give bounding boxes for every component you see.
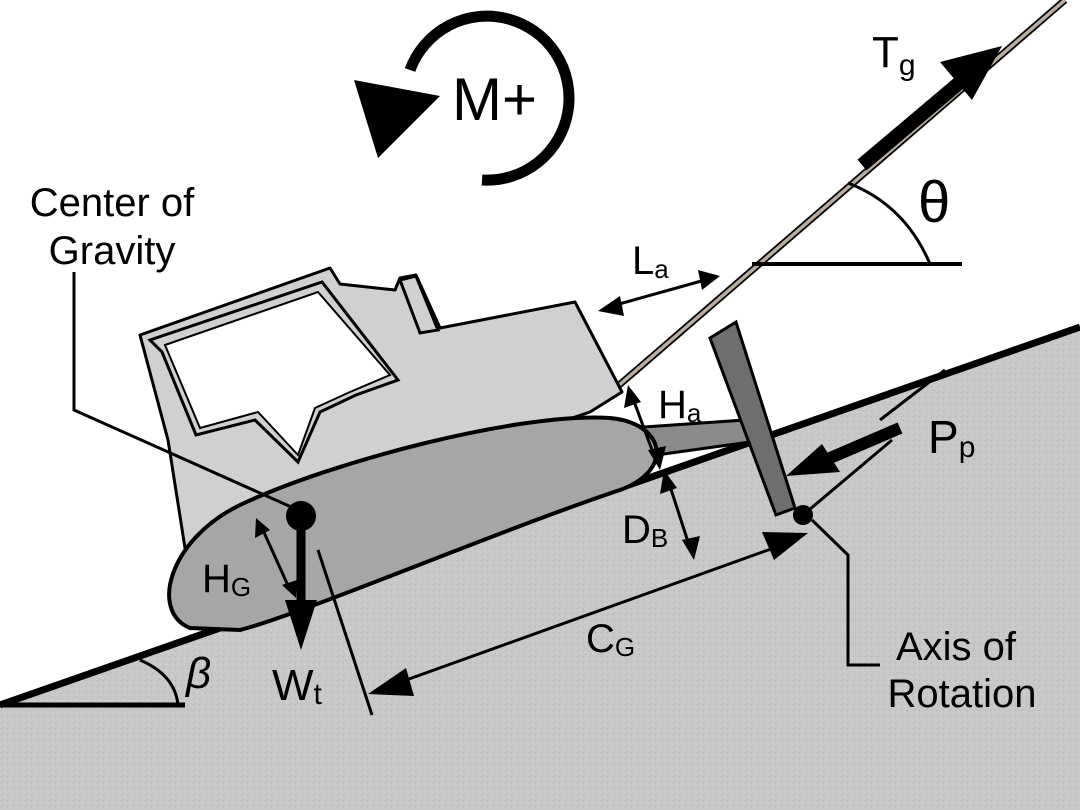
tension-label-main: T [872,28,899,77]
hg-label-sub: G [231,572,251,602]
axis-of-rotation-leader [810,518,880,667]
la-arrowhead-right [698,270,720,290]
tension-arrow-shaft [857,72,970,171]
axis-of-rotation-dot [793,505,813,525]
dozer-blade [708,319,797,517]
la-dimension-line [611,278,706,308]
winch-cable-fill [616,0,1067,388]
wt-label: Wt [272,661,323,711]
hg-arrowhead-top [255,518,270,538]
center-of-gravity-dot [286,501,316,531]
axis-label-line1: Axis of [896,625,1017,669]
db-label-main: D [622,508,651,552]
exhaust-stack [398,274,441,335]
axis-label-line2: Rotation [888,672,1037,716]
tension-label: Tg [872,28,916,82]
dozer-track [167,415,659,633]
dozer-cab-window [163,290,392,457]
moment-label: M+ [452,66,537,133]
cog-leader-line [72,272,299,512]
la-label-sub: a [654,254,669,284]
cg-label-main: C [586,617,615,661]
tension-arrowhead [940,46,1002,100]
cg-label-sub: G [615,632,635,662]
theta-label: θ [918,170,950,235]
pp-label-main: P [928,411,959,463]
cg-dimension-line [394,543,783,686]
cog-label-line2: Gravity [49,229,176,273]
db-dimension-line [666,479,692,549]
ha-dimension-line [630,395,657,459]
weight-arrowhead [285,600,317,650]
cg-label: CG [586,617,635,662]
db-arrowhead-top [660,470,677,494]
beta-label: β [184,649,211,698]
hg-dimension-line [260,527,292,591]
ha-label-sub: a [687,398,702,428]
hg-label: HG [202,557,251,602]
dozer-cab-outline [147,280,401,465]
passive-pressure-line-upper [879,368,946,422]
passive-pressure-arrowhead [786,444,840,476]
wt-label-main: W [272,661,314,710]
hg-label-main: H [202,557,231,601]
cg-arrowhead-left [368,668,414,696]
db-arrowhead-bottom [682,536,700,560]
db-label-sub: B [651,523,668,553]
passive-pressure-line-lower [802,438,893,517]
la-label: La [632,239,669,284]
ha-arrowhead-top [624,385,641,408]
ha-label: Ha [658,383,702,428]
pp-label-sub: p [959,431,976,464]
ha-label-main: H [658,383,687,427]
cog-perpendicular-line [316,549,374,716]
db-label: DB [622,508,668,553]
passive-pressure-arrow-shaft [827,422,903,464]
moment-arc [404,10,575,186]
cog-label-line1: Center of [30,181,195,225]
cg-arrowhead-right [762,532,808,560]
theta-angle-arc [847,181,932,265]
pp-label: Pp [928,411,975,464]
beta-angle-arc [139,658,180,706]
ground-slope [0,325,1080,810]
wt-label-sub: t [314,678,323,711]
la-arrowhead-left [598,296,624,316]
tension-label-sub: g [899,49,916,82]
hg-arrowhead-bottom [282,580,297,598]
moment-arrowhead [354,80,440,158]
la-label-main: L [632,239,654,283]
ha-arrowhead-bottom [648,446,666,470]
